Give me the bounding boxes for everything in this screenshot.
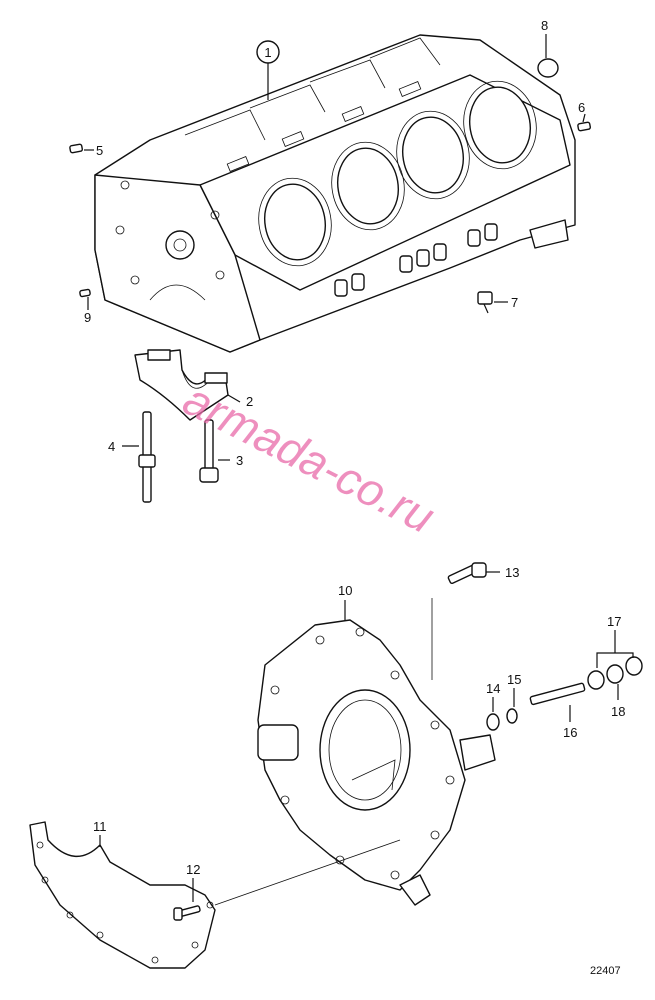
callout-12: 12: [186, 862, 200, 877]
screw-12: [173, 878, 201, 921]
dowel-pin-6: [577, 113, 591, 132]
callout-1: 1: [264, 45, 271, 60]
stud-4: [122, 411, 156, 503]
callout-2: 2: [246, 394, 253, 409]
washer-15: [506, 688, 518, 724]
stud-16: [529, 682, 586, 722]
plug-7: [477, 291, 508, 314]
callout-7: 7: [511, 295, 518, 310]
bolt-13: [431, 562, 500, 680]
main-bearing-cap: [134, 349, 241, 421]
callout-4: 4: [108, 439, 115, 454]
expansion-plug-8: [537, 34, 559, 78]
flywheel-housing: [257, 619, 496, 906]
callout-16: 16: [563, 725, 577, 740]
dowel-pin-5: [69, 143, 94, 154]
callout-15: 15: [507, 672, 521, 687]
cylinder-block: [94, 34, 576, 353]
callout-14: 14: [486, 681, 500, 696]
watermark: armada-co.ru: [175, 373, 442, 544]
callout-17: 17: [607, 614, 621, 629]
figure-number: 22407: [590, 965, 621, 977]
pin-9: [79, 288, 91, 310]
callout-3: 3: [236, 453, 243, 468]
nut-group-17: [587, 630, 643, 700]
callout-labels: 1 2 3 4 5 6 7 8 9 10 11 12 13 14 15 16 1…: [84, 18, 625, 877]
callout-5: 5: [96, 143, 103, 158]
callout-8: 8: [541, 18, 548, 33]
cover-plate-11: [29, 821, 401, 969]
callout-10: 10: [338, 583, 352, 598]
callout-9: 9: [84, 310, 91, 325]
callout-6: 6: [578, 100, 585, 115]
callout-18: 18: [611, 704, 625, 719]
washer-14: [486, 697, 500, 731]
callout-11: 11: [93, 819, 107, 834]
callout-13: 13: [505, 565, 519, 580]
cap-bolt-3: [199, 419, 230, 483]
